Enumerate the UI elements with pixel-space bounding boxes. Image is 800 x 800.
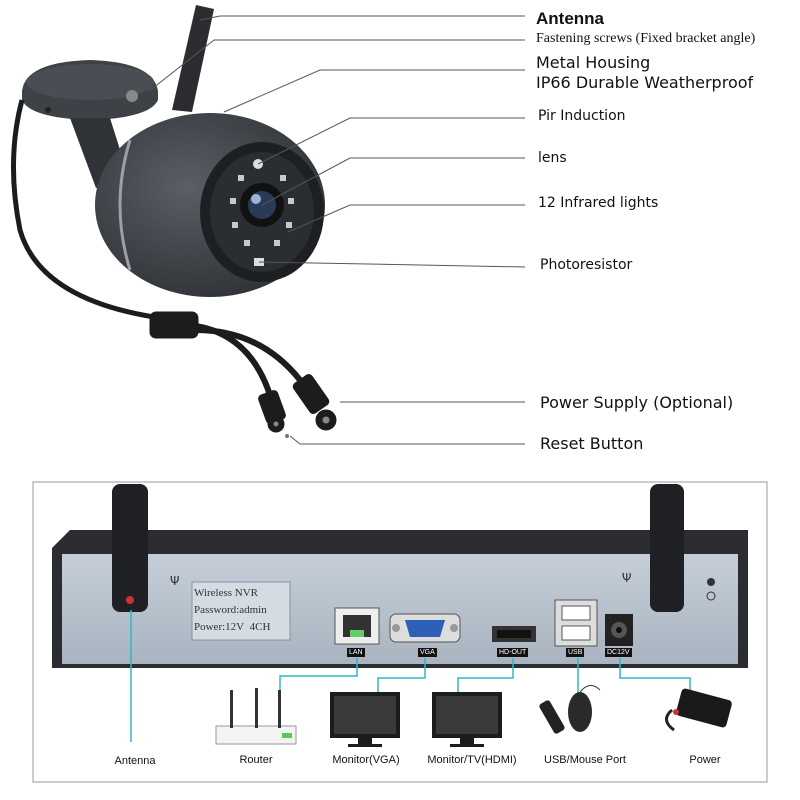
device-label-power: Power [689,754,721,766]
usb-ports [554,599,598,647]
vga-port [389,613,461,643]
port-label-usb: USB [566,648,585,657]
sticker-channels: 4CH [249,621,271,633]
label-lens: lens [538,150,567,166]
router-icon [215,688,297,745]
device-label-usb-mouse: USB/Mouse Port [544,754,626,766]
port-label-dc12v: DC12V [605,648,632,657]
svg-text:Ψ: Ψ [170,574,179,588]
monitor-hdmi-icon [432,692,502,747]
sticker-power-value: Power:12V [194,621,245,633]
nvr-antennas: Ψ Ψ [112,484,716,612]
nvr-sticker: Wireless NVR Password:admin Power:12V 4C… [194,585,288,636]
sticker-power: Power:12V 4CH [194,619,288,636]
camera-cable [11,99,337,433]
lan-port [334,607,380,645]
monitor-vga-icon [330,692,400,747]
port-label-lan: LAN [347,648,365,657]
label-photoresistor: Photoresistor [540,257,633,273]
device-label-router: Router [239,754,273,766]
nvr-body [52,530,748,668]
camera-body [95,113,325,297]
dc-jack [605,614,633,646]
label-infrared-lights: 12 Infrared lights [538,195,659,211]
device-label-antenna: Antenna [114,755,156,767]
hdmi-port [492,626,536,642]
power-adapter-icon [665,688,732,732]
camera-bracket [22,60,158,188]
label-power-supply: Power Supply (Optional) [540,393,734,412]
label-fastening-screws: Fastening screws (Fixed bracket angle) [536,31,756,46]
svg-text:Ψ: Ψ [622,571,631,585]
camera-callouts [147,15,526,445]
label-reset-button: Reset Button [540,434,644,453]
device-label-monitor-vga: Monitor(VGA) [332,754,400,766]
usb-mouse-icon [539,685,601,734]
reset-button [285,434,289,438]
infrared-leds [230,175,294,246]
label-pir-induction: Pir Induction [538,108,626,124]
camera-antenna [172,5,214,112]
sticker-password: Password:admin [194,604,267,616]
label-metal-housing: Metal Housing [536,53,651,72]
nvr-sticker-bg [191,581,291,641]
label-antenna: Antenna [536,9,604,28]
sticker-title: Wireless NVR [194,587,259,599]
port-label-hdout: HD-OUT [497,648,529,657]
device-label-monitor-hdmi: Monitor/TV(HDMI) [427,754,517,766]
port-label-vga: VGA [418,648,437,657]
label-ip66: IP66 Durable Weatherproof [536,73,754,92]
